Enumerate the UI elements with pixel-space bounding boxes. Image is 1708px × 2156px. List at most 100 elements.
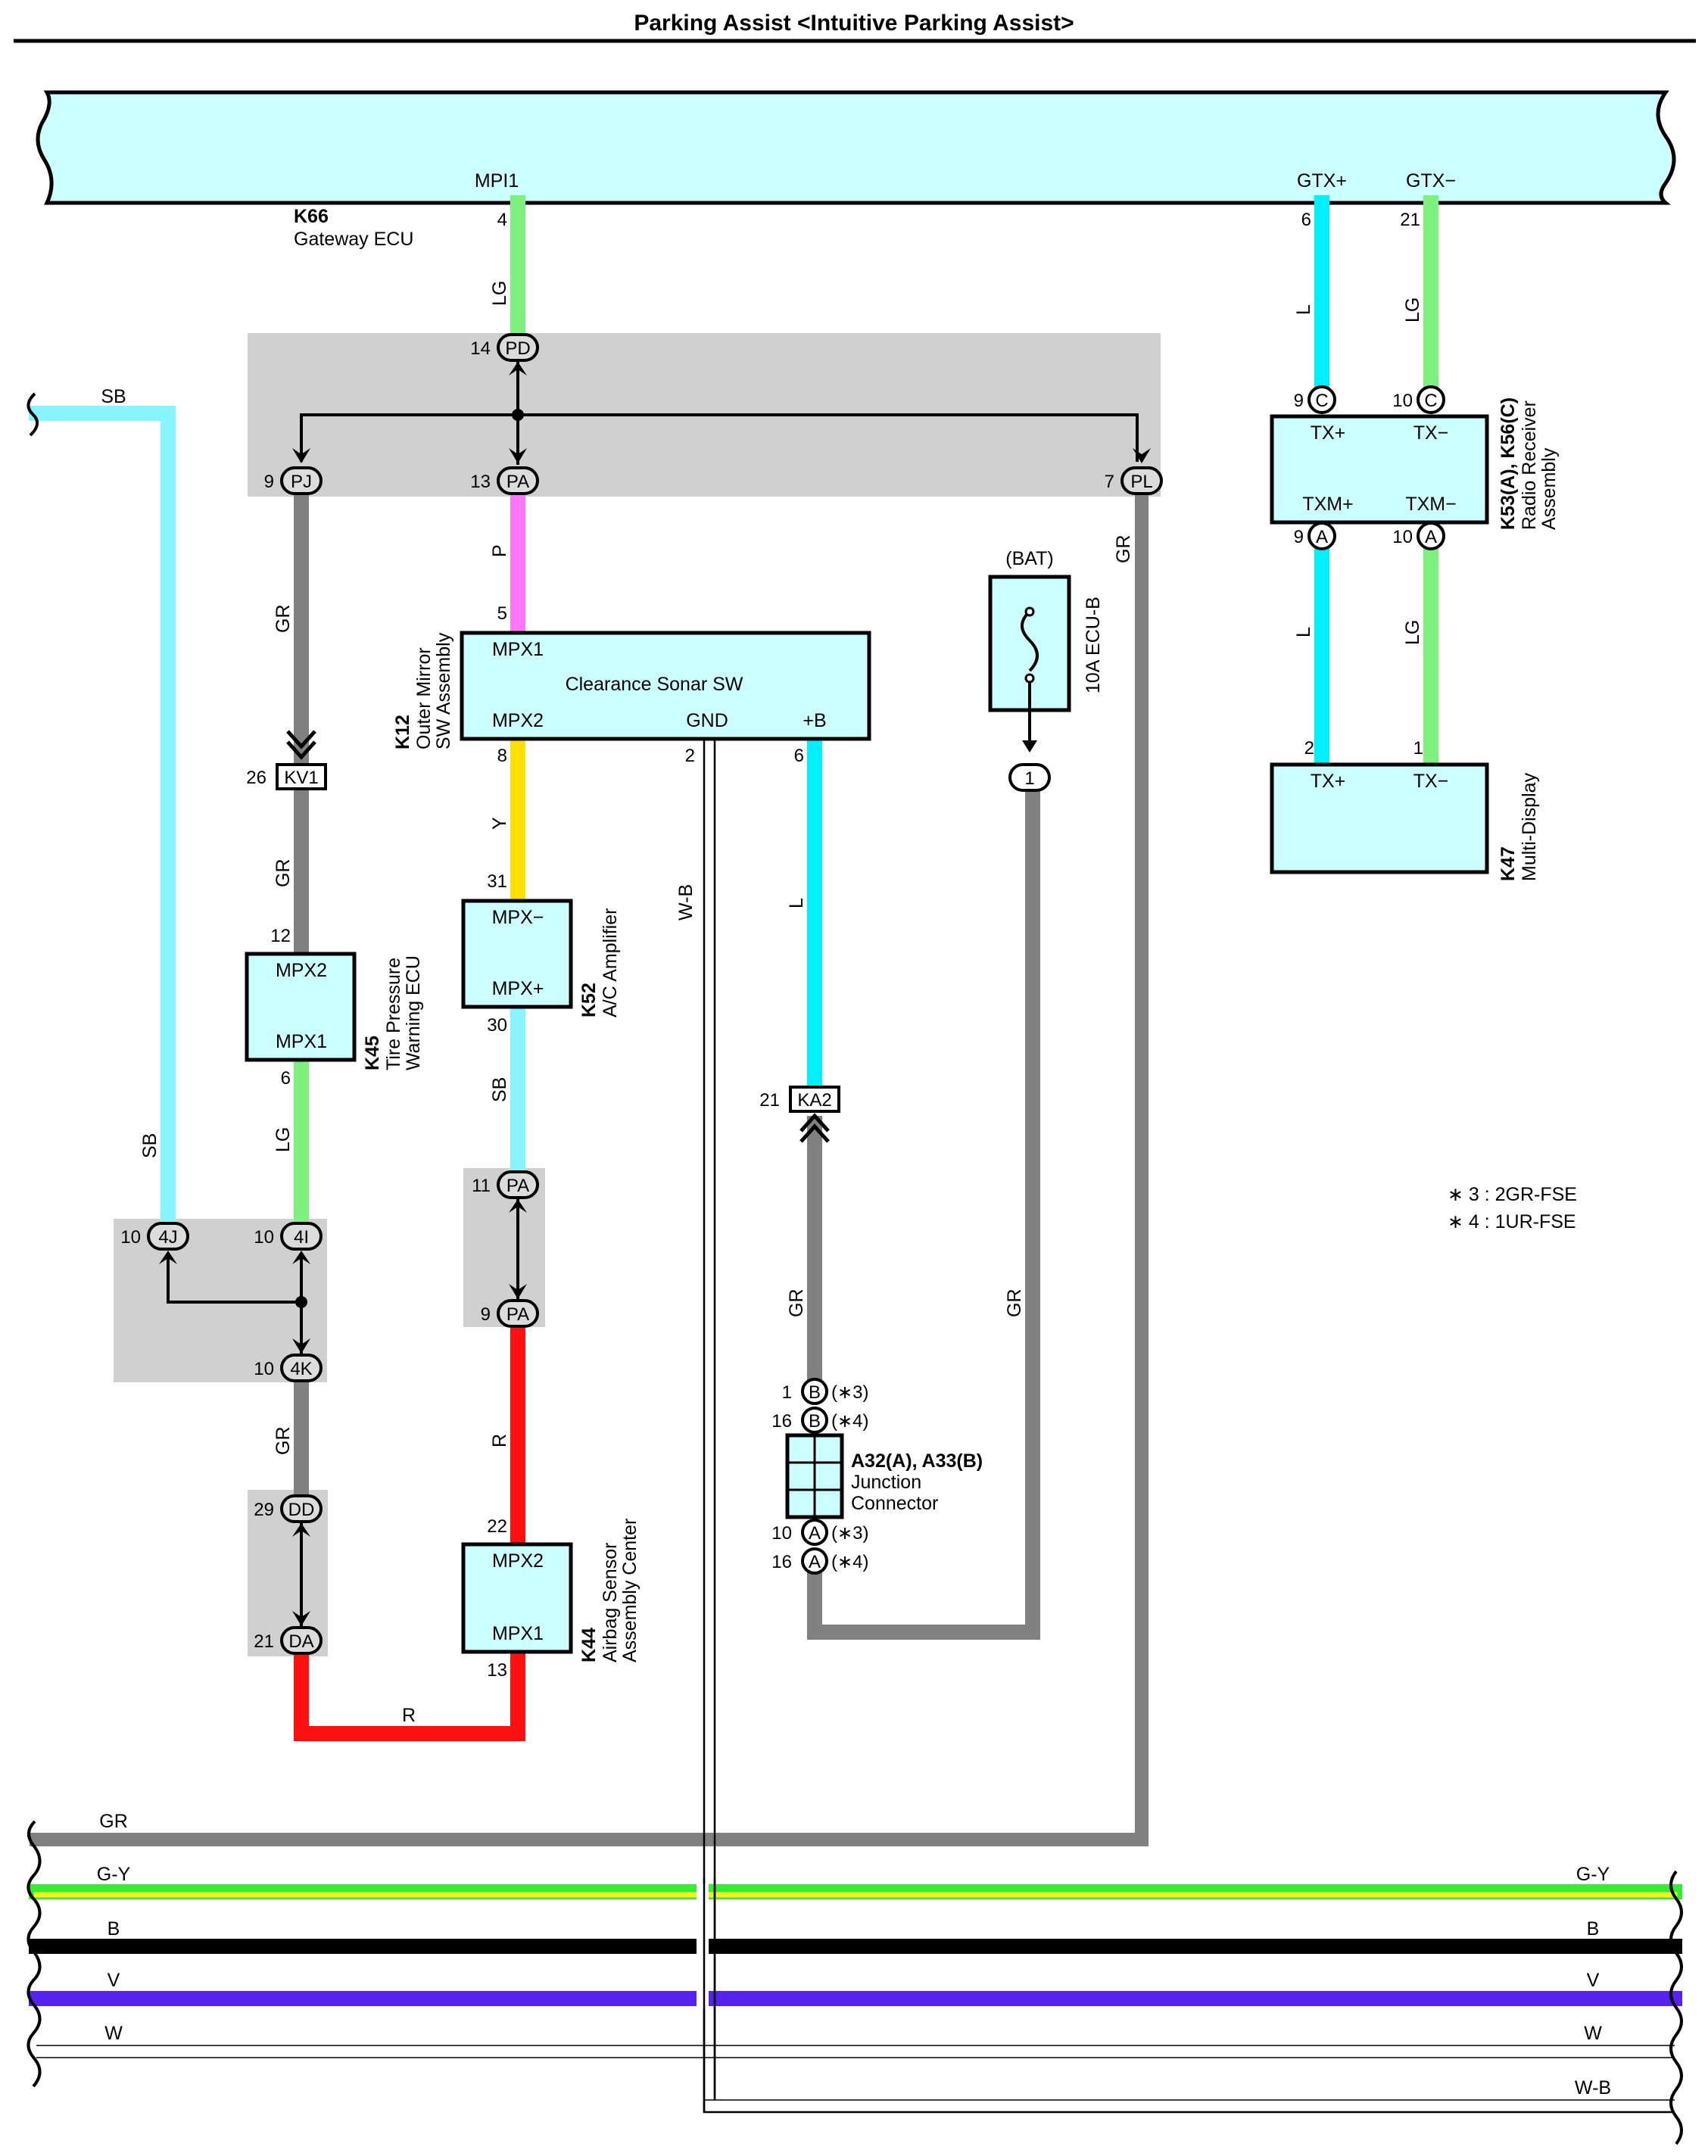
pin-pj: 9 xyxy=(264,472,274,492)
sonar-term-mpx1: MPX1 xyxy=(492,639,544,660)
jc-pin-num-3: 16 xyxy=(771,1552,792,1572)
jc-pin-num-1: 16 xyxy=(771,1411,792,1432)
junction-pa-mid1: PA xyxy=(497,1170,539,1199)
pin-sonar-mpx2: 8 xyxy=(497,746,507,766)
bus-crossing-gap xyxy=(697,1883,709,2009)
arrow-heads xyxy=(159,362,1151,1626)
pin-4k: 10 xyxy=(254,1359,274,1379)
svg-text:A: A xyxy=(809,1523,821,1544)
wl-l-b: L xyxy=(786,898,807,908)
sonar-name-2: SW Assembly xyxy=(433,632,454,749)
wave-end-bus-right xyxy=(1669,1870,1683,2145)
sonar-name-1: Outer Mirror xyxy=(413,647,435,749)
sonar-code: K12 xyxy=(392,715,413,749)
junction-pj: PJ xyxy=(280,466,323,495)
wave-end-sb xyxy=(26,392,39,437)
ac-amplifier-box xyxy=(461,899,573,1009)
pin-sonar-b: 6 xyxy=(794,746,804,766)
note-3: ∗ 3 : 2GR-FSE xyxy=(1448,1184,1577,1205)
pin-gw-mpi1: 4 xyxy=(497,210,507,230)
gateway-code: K66 xyxy=(294,206,329,227)
gateway-term-gtxp: GTX+ xyxy=(1297,170,1347,192)
bus-label-w-right: W xyxy=(1584,2023,1602,2044)
tire-code: K45 xyxy=(362,1036,383,1070)
bus-label-wb-right: W-B xyxy=(1575,2077,1611,2098)
jc-pin-a16: A xyxy=(801,1547,828,1575)
sonar-term-b: +B xyxy=(803,710,826,731)
pin-tire-mpx1: 6 xyxy=(281,1068,291,1089)
pin-md-txp: 2 xyxy=(1304,738,1314,759)
bus-label-v-right: V xyxy=(1587,1970,1600,1991)
jc-name-1: Junction xyxy=(851,1472,921,1493)
jc-pin-a10: A xyxy=(801,1519,828,1546)
wl-gr-ka2: GR xyxy=(786,1289,807,1318)
wl-wb-gnd: W-B xyxy=(675,884,697,921)
pin-sonar-mpx1: 5 xyxy=(497,603,507,624)
pin-sonar-gnd: 2 xyxy=(685,746,695,766)
svg-text:PD: PD xyxy=(505,338,530,359)
radio-receiver-box xyxy=(1270,414,1489,525)
wl-l-gtx: L xyxy=(1293,304,1314,315)
airbag-sensor-box xyxy=(461,1542,573,1654)
svg-text:KV1: KV1 xyxy=(284,768,318,788)
jb-node xyxy=(512,409,524,421)
radio-term-txp: TX+ xyxy=(1311,422,1346,444)
pin-4j: 10 xyxy=(120,1227,141,1248)
jb-line-bus xyxy=(300,413,1139,462)
pin-ac-mpxp: 30 xyxy=(487,1015,507,1036)
ac-term-mpxm: MPX− xyxy=(492,907,544,928)
pin-dd: 29 xyxy=(254,1500,274,1520)
radio-term-txm: TX− xyxy=(1413,422,1449,444)
gateway-term-gtxm: GTX− xyxy=(1406,170,1456,192)
wl-y-sonar: Y xyxy=(489,817,510,830)
wl-r-airbag: R xyxy=(489,1434,510,1447)
ac-name: A/C Amplifier xyxy=(600,908,621,1017)
wl-sb-ac: SB xyxy=(489,1077,510,1102)
wl-lg-gtx: LG xyxy=(1402,298,1423,322)
sonar-inner-name: Clearance Sonar SW xyxy=(566,674,743,695)
jc-pin-note-0: (∗3) xyxy=(831,1382,868,1403)
airbag-code: K44 xyxy=(578,1628,600,1662)
svg-text:PL: PL xyxy=(1130,472,1152,492)
junction-4j: 4J xyxy=(147,1222,189,1251)
wl-gr-fuse: GR xyxy=(1004,1289,1025,1318)
pin-kv1: 26 xyxy=(246,768,266,788)
jc-pin-b16: B xyxy=(801,1407,828,1434)
pin-pa-mid1: 11 xyxy=(472,1176,491,1196)
svg-text:4J: 4J xyxy=(158,1227,177,1248)
tire-name-2: Warning ECU xyxy=(403,955,424,1070)
pin-ka2: 21 xyxy=(759,1090,780,1111)
wl-gr-pj: GR xyxy=(273,605,294,634)
pin-ac-mpxm: 31 xyxy=(487,871,507,892)
svg-text:DA: DA xyxy=(288,1631,313,1652)
gateway-term-mpi1: MPI1 xyxy=(475,170,519,192)
fuse-terminal-bottom xyxy=(1024,673,1035,684)
clearance-sonar-box xyxy=(460,631,871,741)
pin-da: 21 xyxy=(254,1631,274,1652)
tire-pressure-box xyxy=(245,952,357,1062)
wire-r-bottom xyxy=(294,1646,525,1741)
pin-radio-txmp: 9 xyxy=(1294,527,1304,547)
svg-text:C: C xyxy=(1315,391,1328,411)
junction-da: DA xyxy=(280,1626,323,1655)
gateway-ecu-box xyxy=(36,90,1676,205)
pin-airbag-mpx2: 22 xyxy=(487,1516,507,1537)
radio-pin-txmm-bottom: A xyxy=(1417,522,1445,550)
connector-kv1: KV1 xyxy=(276,730,327,790)
bus-label-v-left: V xyxy=(108,1970,120,1991)
svg-text:PA: PA xyxy=(506,1304,529,1325)
airbag-term-mpx2: MPX2 xyxy=(492,1550,544,1572)
jb-left-line xyxy=(167,1257,301,1304)
junction-pa-mid2: PA xyxy=(497,1299,539,1328)
jc-code: A32(A), A33(B) xyxy=(851,1450,983,1472)
svg-text:PJ: PJ xyxy=(291,472,312,492)
junction-pl: PL xyxy=(1120,466,1163,495)
fuse-terminal-top xyxy=(1024,606,1035,617)
jc-name-2: Connector xyxy=(851,1493,938,1514)
pin-4i: 10 xyxy=(254,1227,274,1248)
svg-text:B: B xyxy=(809,1382,821,1403)
radio-pin-txmp-bottom: A xyxy=(1307,522,1336,550)
jc-pin-b1: B xyxy=(801,1378,828,1405)
svg-text:PA: PA xyxy=(506,472,529,492)
radio-pin-txm-top: C xyxy=(1417,385,1445,414)
